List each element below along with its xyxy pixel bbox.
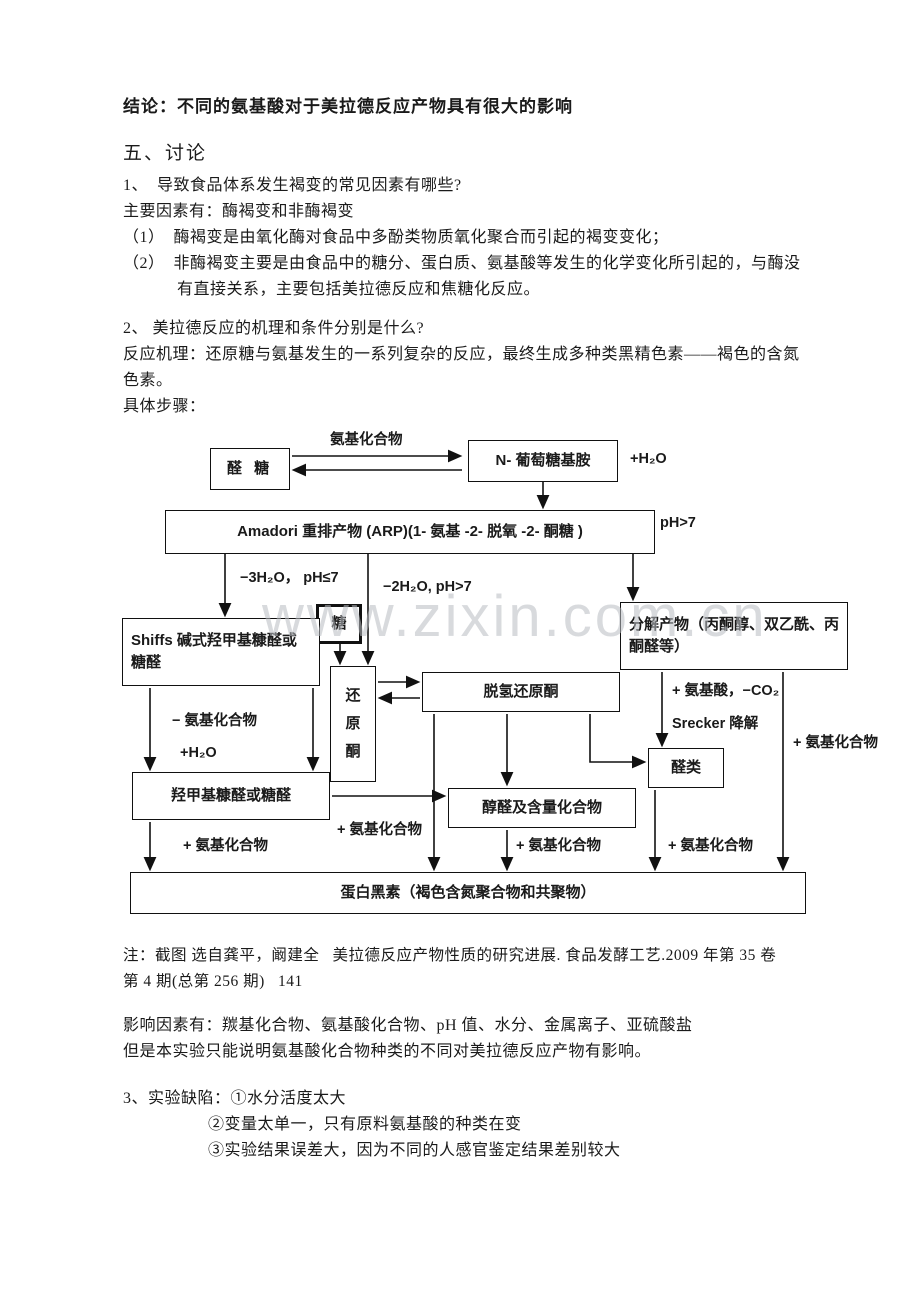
question-2: 2、 美拉德反应的机理和条件分别是什么? — [123, 320, 425, 337]
question-1-item-2-line-1: （2） 非酶褐变主要是由食品中的糖分、蛋白质、氨基酸等发生的化学变化所引起的，与… — [123, 255, 801, 272]
box-aldehydes: 醛类 — [648, 748, 724, 788]
label-plus-amino-compound-right: + 氨基化合物 — [793, 735, 878, 751]
label-plus-amino-compound-below-hmf: + 氨基化合物 — [183, 838, 268, 854]
box-hydroxymethylfurfural: 羟甲基糠醛或糖醛 — [132, 772, 330, 820]
conclusion-title: 结论：不同的氨基酸对于美拉德反应产物具有很大的影响 — [123, 97, 573, 116]
label-plus-amino-compound-below-aldehydes: + 氨基化合物 — [668, 838, 753, 854]
figure-caption-line-2: 第 4 期(总第 256 期) 141 — [123, 973, 303, 990]
question-1-item-1: （1） 酶褐变是由氧化酶对食品中多酚类物质氧化聚合而引起的褐变变化； — [123, 229, 669, 246]
label-ph-greater-than-7: pH>7 — [660, 515, 696, 531]
box-reductone: 还原酮 — [330, 666, 376, 782]
label-plus-amino-compound-mid: + 氨基化合物 — [337, 822, 422, 838]
question-2-mechanism-line-1: 反应机理：还原糖与氨基发生的一系列复杂的反应，最终生成多种类黑精色素——褐色的含… — [123, 346, 800, 363]
factors-line-1: 影响因素有：羰基化合物、氨基酸化合物、pH 值、水分、金属离子、亚硫酸盐 — [123, 1017, 693, 1034]
question-2-steps-label: 具体步骤： — [123, 398, 206, 415]
question-3-line-2: ②变量太单一，只有原料氨基酸的种类在变 — [208, 1116, 522, 1133]
label-plus-amino-compound-below-aldol: + 氨基化合物 — [516, 838, 601, 854]
question-1-item-2-line-2: 有直接关系，主要包括美拉德反应和焦糖化反应。 — [177, 281, 541, 298]
section-heading: 五、讨论 — [123, 143, 208, 164]
box-amadori-rearrangement-product: Amadori 重排产物 (ARP)(1- 氨基 -2- 脱氧 -2- 酮糖 ) — [165, 510, 655, 554]
label-plus-amino-acid-minus-co2: + 氨基酸，−CO₂ — [672, 683, 780, 699]
diagram-arrows — [143, 449, 790, 872]
question-3-line-1: 3、实验缺陷：①水分活度太大 — [123, 1090, 347, 1107]
question-1: 1、 导致食品体系发生褐变的常见因素有哪些? — [123, 177, 462, 194]
factors-line-2: 但是本实验只能说明氨基酸化合物种类的不同对美拉德反应产物有影响。 — [123, 1043, 652, 1060]
label-plus-h2o-2: +H₂O — [180, 745, 217, 761]
label-minus-amino-compound: − 氨基化合物 — [172, 713, 257, 729]
question-3-line-3: ③实验结果误差大，因为不同的人感官鉴定结果差别较大 — [208, 1142, 621, 1159]
question-2-mechanism-line-2: 色素。 — [123, 372, 173, 389]
label-plus-h2o: +H₂O — [630, 451, 667, 467]
figure-caption-line-1: 注：截图 选自龚平，阚建全 美拉德反应产物性质的研究进展. 食品发酵工艺.200… — [123, 947, 777, 964]
box-decomposition-products: 分解产物（丙酮醇、双乙酰、丙酮醛等） — [620, 602, 848, 670]
box-aldose: 醛 糖 — [210, 448, 290, 490]
label-minus-2h2o-ph-gt-7: −2H₂O, pH>7 — [383, 579, 472, 595]
label-strecker-degradation: Srecker 降解 — [672, 716, 759, 732]
label-minus-3h2o-ph-le-7: −3H₂O， pH≤7 — [240, 570, 339, 586]
box-sugar: 糖 — [316, 604, 362, 644]
label-amino-compound-top: 氨基化合物 — [330, 432, 403, 448]
maillard-reaction-flow-diagram: 醛 糖 N- 葡萄糖基胺 Amadori 重排产物 (ARP)(1- 氨基 -2… — [0, 425, 920, 925]
box-aldol-compounds: 醇醛及含量化合物 — [448, 788, 636, 828]
box-shiffs-base: Shiffs 碱式羟甲基糠醛或糖醛 — [122, 618, 320, 686]
box-n-glucosylamine: N- 葡萄糖基胺 — [468, 440, 618, 482]
box-melanoidin: 蛋白黑素（褐色含氮聚合物和共聚物） — [130, 872, 806, 914]
box-dehydroreductone: 脱氢还原酮 — [422, 672, 620, 712]
question-1-answer-intro: 主要因素有：酶褐变和非酶褐变 — [123, 203, 355, 220]
box-reductone-label: 还原酮 — [345, 687, 361, 760]
